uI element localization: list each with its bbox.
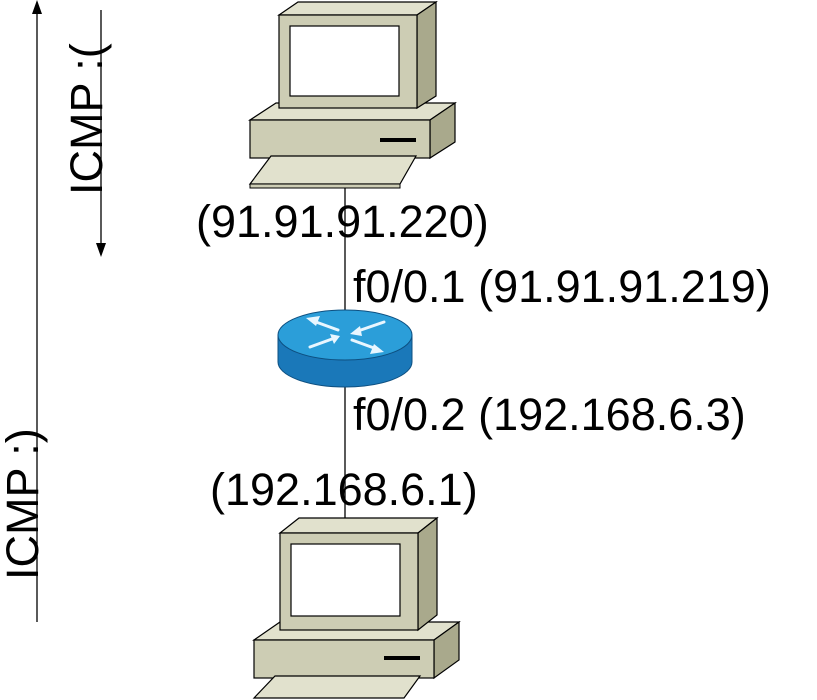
router-interface-bottom-label: f0/0.2 (192.168.6.3) [353,389,746,440]
icmp-ok-arrow [32,0,42,622]
arrow-up-icon [32,0,42,14]
router-arrows-icon [306,316,386,354]
icmp-ok-label: ICMP :) [0,428,48,580]
arrow-down-icon [96,243,106,257]
bottom-host-ip-label: (192.168.6.1) [210,464,478,515]
top-host-ip-label: (91.91.91.220) [196,196,489,247]
bottom-host-computer [252,516,461,699]
top-host-computer [247,0,457,189]
router [277,309,413,388]
router-icon [277,309,413,388]
icmp-blocked-label: ICMP :( [61,43,112,195]
desktop-computer-icon [247,0,457,189]
desktop-computer-icon [252,516,461,699]
icmp-blocked-arrow [96,10,106,257]
router-interface-top-label: f0/0.1 (91.91.91.219) [353,261,771,312]
